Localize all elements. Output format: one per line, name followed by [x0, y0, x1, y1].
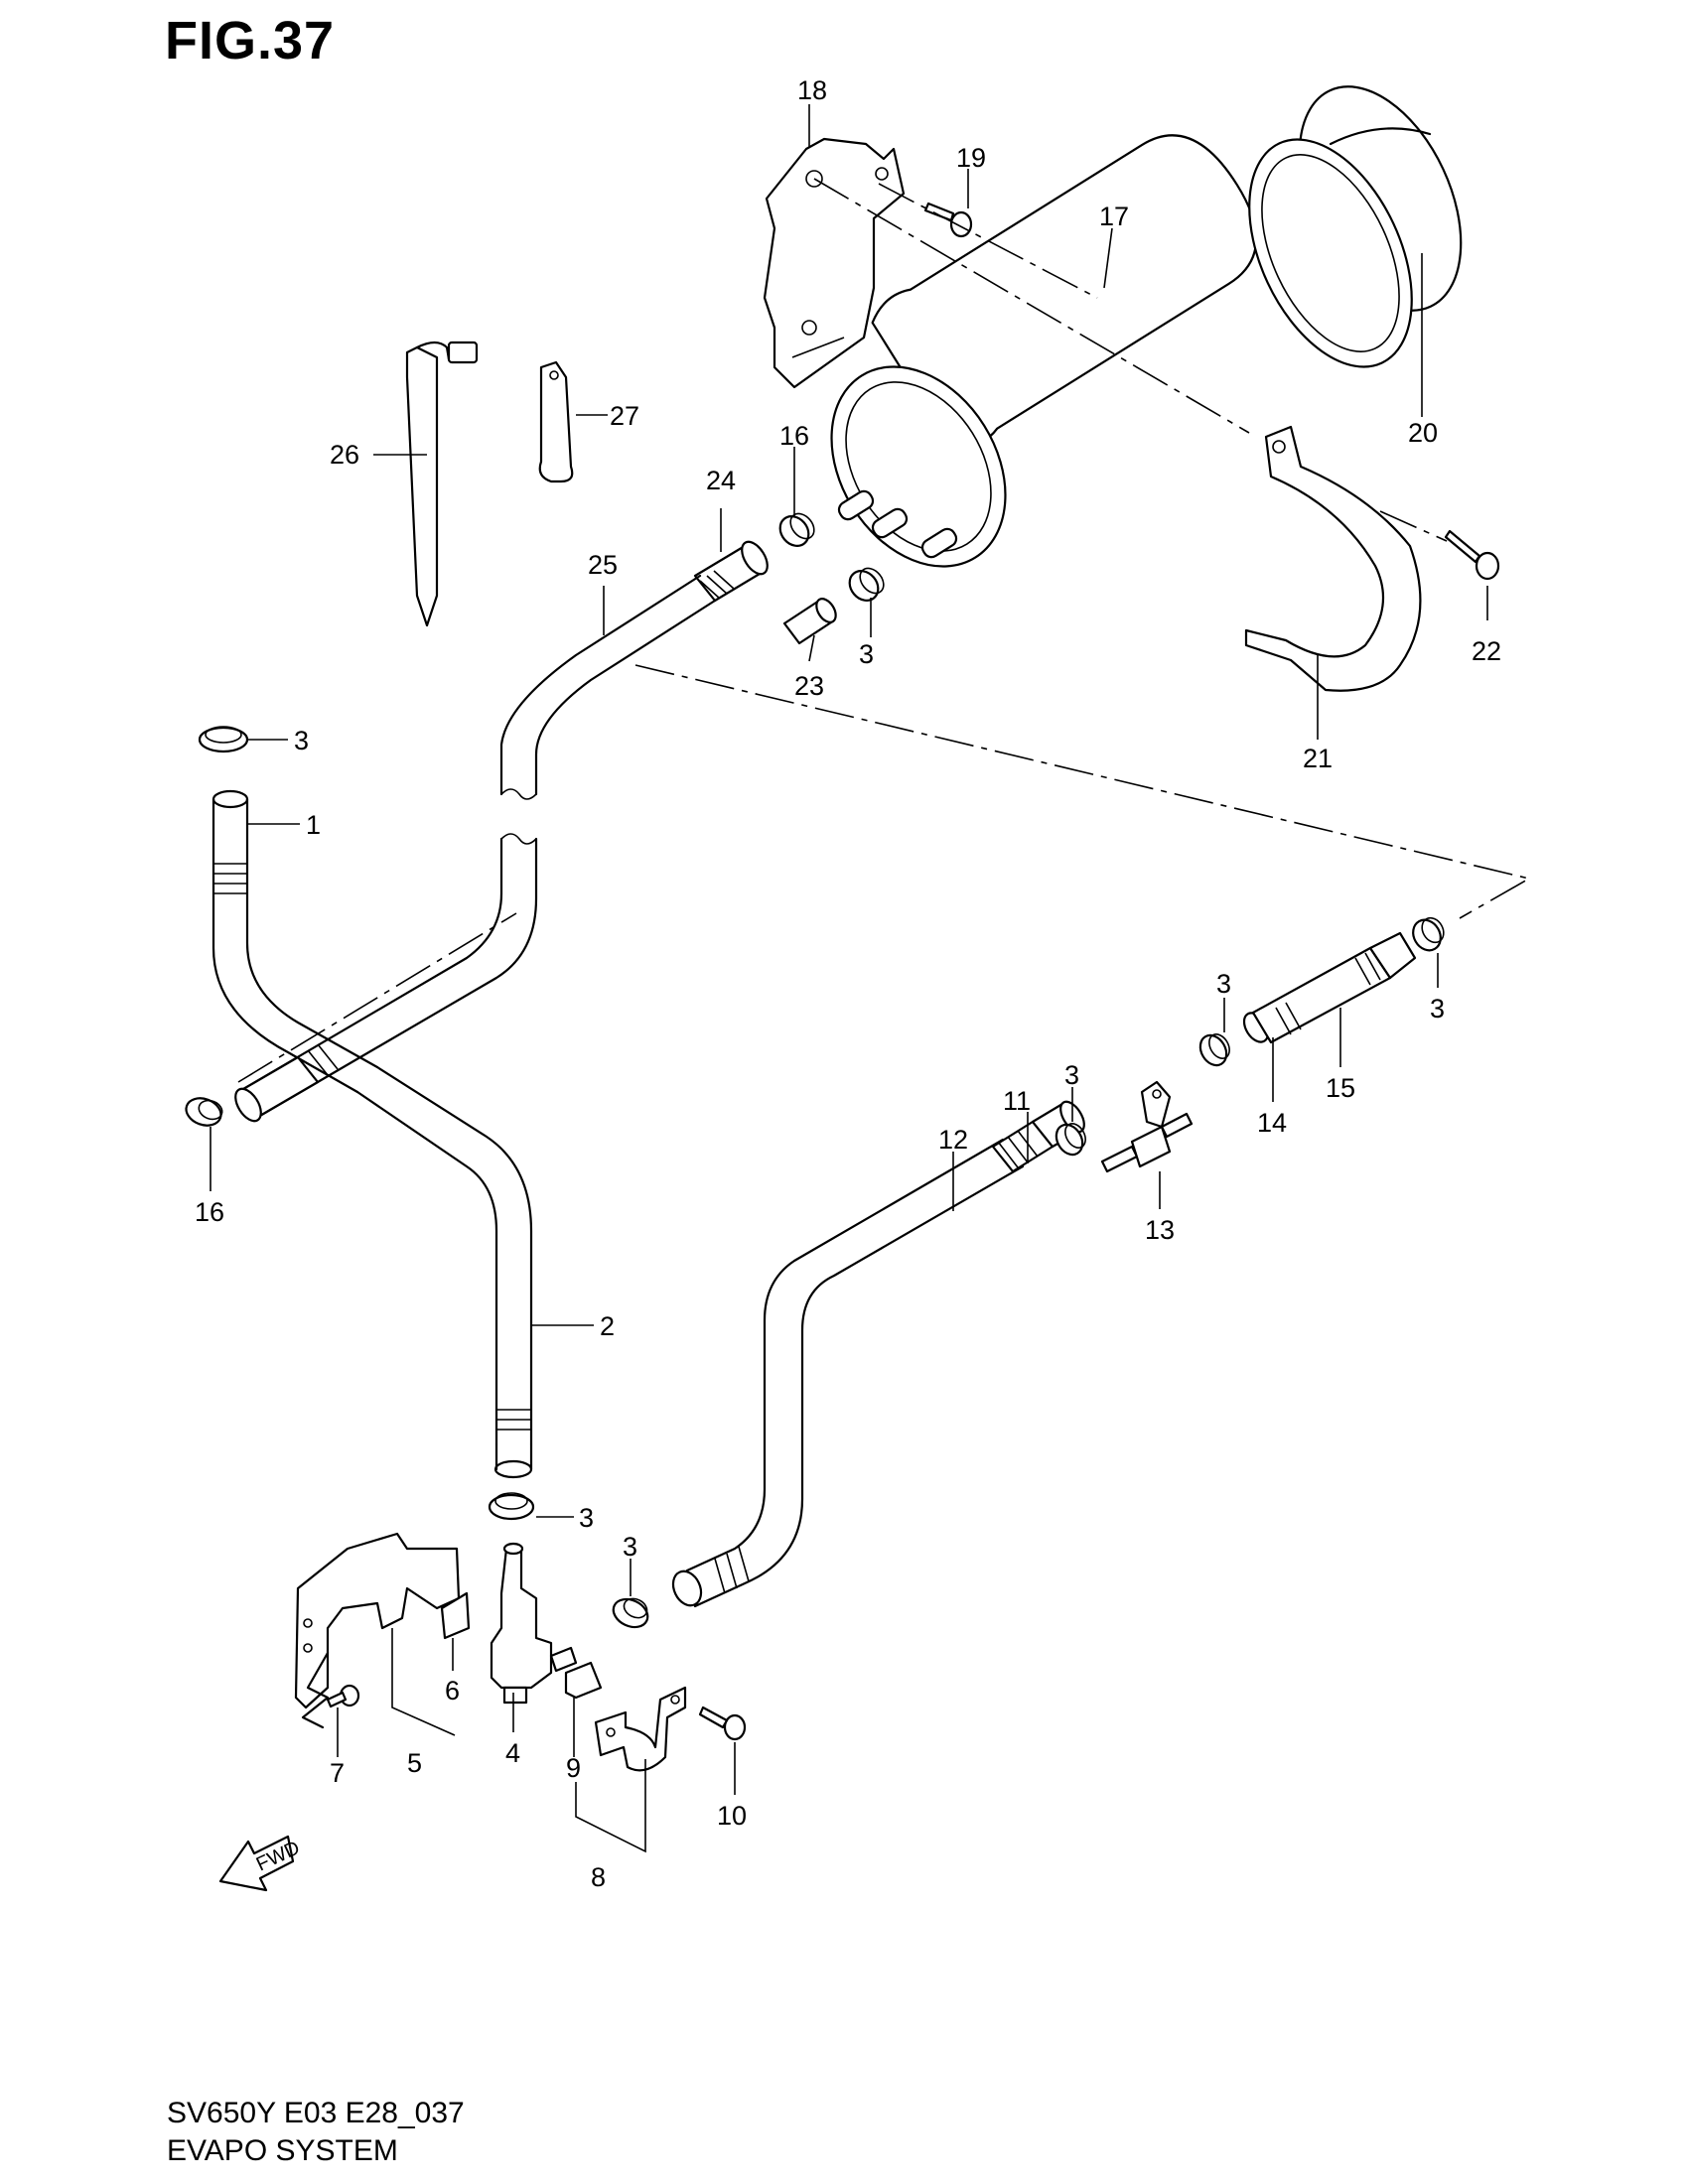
- valve-bracket-5: [294, 1532, 461, 1729]
- callout-3-canister: 3: [859, 639, 874, 669]
- clamp-3-valve: [488, 1492, 535, 1521]
- callout-2: 2: [600, 1311, 615, 1341]
- callout-1: 1: [306, 810, 321, 840]
- hose-1: [211, 789, 379, 1094]
- harness-band-27: [538, 360, 574, 483]
- callout-18: 18: [797, 75, 827, 105]
- callout-10: 10: [717, 1801, 747, 1831]
- callout-20: 20: [1408, 418, 1438, 448]
- hose-25: [236, 574, 717, 1119]
- callout-27: 27: [610, 401, 639, 431]
- callout-3-far-right: 3: [1430, 994, 1445, 1024]
- figure-title: FIG.37: [165, 11, 336, 70]
- fwd-arrow-badge: FWD: [218, 1835, 303, 1892]
- callout-13: 13: [1145, 1215, 1175, 1245]
- clamp-3-top-left: [198, 726, 249, 753]
- callout-23: 23: [794, 671, 824, 701]
- callout-7: 7: [330, 1758, 345, 1788]
- clamp-bracket-8: [594, 1686, 687, 1772]
- callout-3-hose11: 3: [1064, 1060, 1079, 1090]
- callout-25: 25: [588, 550, 618, 580]
- clamp-16-left: [185, 1097, 223, 1127]
- tube-14-15: [1242, 931, 1417, 1044]
- damper-9: [564, 1661, 603, 1700]
- callout-6: 6: [445, 1676, 460, 1706]
- canister-lower-strap: [1244, 425, 1422, 692]
- dash-line-bracket-strap: [813, 178, 1250, 434]
- dash-line-tube-junction: [634, 664, 1532, 919]
- callout-21: 21: [1303, 744, 1333, 773]
- callout-9: 9: [566, 1753, 581, 1783]
- tube-24: [693, 540, 769, 603]
- dash-line-bolt22: [1379, 510, 1448, 542]
- dash-line-hose1-hose25: [237, 912, 517, 1083]
- bolt-10: [698, 1706, 747, 1741]
- clamp-3-far-right: [1412, 916, 1445, 952]
- dash-line-bolt19: [878, 183, 1098, 299]
- callout-5: 5: [407, 1748, 422, 1778]
- clamp-16-upper: [778, 512, 815, 547]
- upper-bracket: [763, 137, 906, 389]
- callout-17: 17: [1099, 202, 1129, 231]
- callout-16-upper: 16: [779, 421, 809, 451]
- callout-16-left: 16: [195, 1197, 224, 1227]
- callout-11: 11: [1003, 1086, 1031, 1116]
- callout-14: 14: [1257, 1108, 1287, 1138]
- clamp-3-joint14: [1198, 1033, 1230, 1067]
- callout-3-joint14: 3: [1216, 969, 1231, 999]
- hose-25-lower-end: [234, 1043, 339, 1123]
- hose-12: [671, 1138, 1025, 1608]
- system-name: EVAPO SYSTEM: [167, 2134, 398, 2167]
- harness-clamp-26: [405, 341, 479, 627]
- clamp-3-hose12-bottom: [612, 1597, 649, 1629]
- damper-6: [440, 1591, 471, 1640]
- clamp-3-canister: [848, 567, 885, 602]
- callout-19: 19: [956, 143, 986, 173]
- callout-24: 24: [706, 466, 736, 495]
- canister: [830, 134, 1258, 568]
- callout-3-valve: 3: [579, 1503, 594, 1533]
- callout-15: 15: [1326, 1073, 1355, 1103]
- callout-12: 12: [938, 1125, 968, 1155]
- callout-22: 22: [1472, 636, 1501, 666]
- plug-23: [782, 598, 837, 645]
- callout-3-hose12: 3: [623, 1532, 637, 1562]
- joint-13: [1100, 1080, 1194, 1173]
- clamp-3-hose11: [1055, 1123, 1086, 1157]
- callout-labels: 18 19 17 20 21 22 26 27 16 24 25 3 23 3 …: [195, 75, 1501, 1892]
- leader-lines: [210, 104, 1488, 1853]
- bolt-22: [1444, 529, 1500, 581]
- callout-3-top-left: 3: [294, 726, 309, 755]
- bolt-7: [326, 1684, 360, 1708]
- model-code: SV650Y E03 E28_037: [167, 2097, 465, 2129]
- callout-4: 4: [505, 1738, 520, 1768]
- callout-8: 8: [591, 1862, 606, 1892]
- valve-4: [490, 1542, 578, 1705]
- hose-2: [355, 1065, 533, 1479]
- callout-26: 26: [330, 440, 359, 470]
- canister-ring-cover: [1248, 85, 1463, 368]
